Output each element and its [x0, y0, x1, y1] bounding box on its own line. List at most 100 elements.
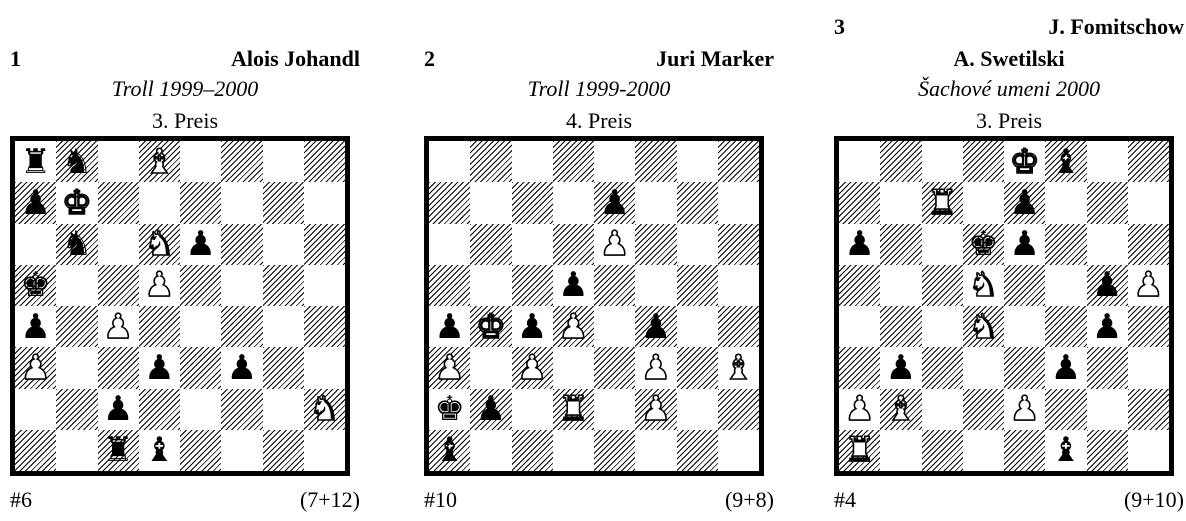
square-c3: ♟	[512, 347, 553, 388]
black-pawn-icon: ♟	[886, 351, 916, 385]
square-e3	[594, 347, 635, 388]
square-e6: ♟	[180, 224, 221, 265]
black-king-icon: ♚	[968, 227, 998, 261]
square-g5	[263, 265, 304, 306]
square-a7	[839, 182, 880, 223]
square-c1	[922, 430, 963, 471]
square-c3	[98, 347, 139, 388]
white-pawn-icon: ♟	[641, 351, 671, 385]
white-pawn-icon: ♟	[641, 392, 671, 426]
square-c5	[512, 265, 553, 306]
square-a4: ♟	[429, 306, 470, 347]
piece-count: (9+8)	[725, 487, 774, 513]
square-b8: ♞	[56, 141, 97, 182]
problem-source: Troll 1999–2000	[10, 76, 360, 102]
square-a8	[429, 141, 470, 182]
square-f3: ♟	[635, 347, 676, 388]
square-h7	[304, 182, 345, 223]
square-d5: ♟	[139, 265, 180, 306]
problem-author: Alois Johandl	[231, 46, 360, 72]
square-h2	[1128, 389, 1169, 430]
square-b3	[470, 347, 511, 388]
white-knight-icon: ♞	[144, 227, 174, 261]
square-e2	[594, 389, 635, 430]
square-b1	[56, 430, 97, 471]
problem-number: 2	[424, 46, 435, 72]
square-c1: ♜	[98, 430, 139, 471]
square-d6: ♚	[963, 224, 1004, 265]
white-king-icon: ♚	[476, 310, 506, 344]
white-knight-icon: ♞	[968, 310, 998, 344]
square-g7	[677, 182, 718, 223]
square-a6	[429, 224, 470, 265]
square-a8: ♜	[15, 141, 56, 182]
square-d7	[963, 182, 1004, 223]
white-knight-icon: ♞	[968, 268, 998, 302]
square-f7	[1045, 182, 1086, 223]
black-pawn-icon: ♟	[558, 268, 588, 302]
square-f2: ♟	[635, 389, 676, 430]
square-f5	[1045, 265, 1086, 306]
square-c4	[922, 306, 963, 347]
black-pawn-icon: ♟	[20, 310, 50, 344]
problem-3: 3 J. Fomitschow A. Swetilski Šachové ume…	[834, 0, 1184, 521]
square-b4: ♚	[470, 306, 511, 347]
problem-2: 2 Juri Marker Troll 1999-2000 4. Preis ♟…	[424, 0, 774, 521]
square-h5	[304, 265, 345, 306]
square-b5	[56, 265, 97, 306]
square-b7	[470, 182, 511, 223]
white-bishop-icon: ♝	[886, 392, 916, 426]
square-g4	[263, 306, 304, 347]
square-c7	[512, 182, 553, 223]
square-g1	[263, 430, 304, 471]
chess-board: ♜♞♝♟♚♞♞♟♚♟♟♟♟♟♟♟♞♜♝	[10, 136, 350, 476]
white-knight-icon: ♞	[309, 392, 339, 426]
black-pawn-icon: ♟	[1092, 268, 1122, 302]
square-h5	[718, 265, 759, 306]
square-c2	[922, 389, 963, 430]
problem-header: 3 J. Fomitschow	[834, 14, 1184, 40]
square-d7	[553, 182, 594, 223]
square-a5	[429, 265, 470, 306]
white-bishop-icon: ♝	[144, 145, 174, 179]
square-e4	[180, 306, 221, 347]
square-e1	[180, 430, 221, 471]
square-a5: ♚	[15, 265, 56, 306]
white-rook-icon: ♜	[558, 392, 588, 426]
square-f2	[221, 389, 262, 430]
square-g5	[677, 265, 718, 306]
square-d4: ♞	[963, 306, 1004, 347]
square-f4	[221, 306, 262, 347]
square-e7: ♟	[594, 182, 635, 223]
black-rook-icon: ♜	[103, 433, 133, 467]
square-h3	[304, 347, 345, 388]
square-f1: ♝	[1045, 430, 1086, 471]
white-pawn-icon: ♟	[599, 227, 629, 261]
square-c2: ♟	[98, 389, 139, 430]
square-e5	[1004, 265, 1045, 306]
square-a7	[429, 182, 470, 223]
square-f5	[635, 265, 676, 306]
square-g3	[263, 347, 304, 388]
square-h3	[1128, 347, 1169, 388]
problem-award: 4. Preis	[424, 108, 774, 134]
black-king-icon: ♚	[434, 392, 464, 426]
square-f7	[635, 182, 676, 223]
square-g3	[1087, 347, 1128, 388]
square-c3	[922, 347, 963, 388]
problem-author: J. Fomitschow	[1048, 14, 1184, 40]
square-e7	[180, 182, 221, 223]
square-b4	[56, 306, 97, 347]
white-rook-icon: ♜	[927, 186, 957, 220]
square-g7	[1087, 182, 1128, 223]
black-pawn-icon: ♟	[227, 351, 257, 385]
square-a6: ♟	[839, 224, 880, 265]
black-pawn-icon: ♟	[103, 392, 133, 426]
square-d2: ♜	[553, 389, 594, 430]
square-h1	[304, 430, 345, 471]
problem-header: 1 Alois Johandl	[10, 46, 360, 72]
square-e3	[180, 347, 221, 388]
square-c2	[512, 389, 553, 430]
white-pawn-icon: ♟	[844, 392, 874, 426]
square-h6	[718, 224, 759, 265]
